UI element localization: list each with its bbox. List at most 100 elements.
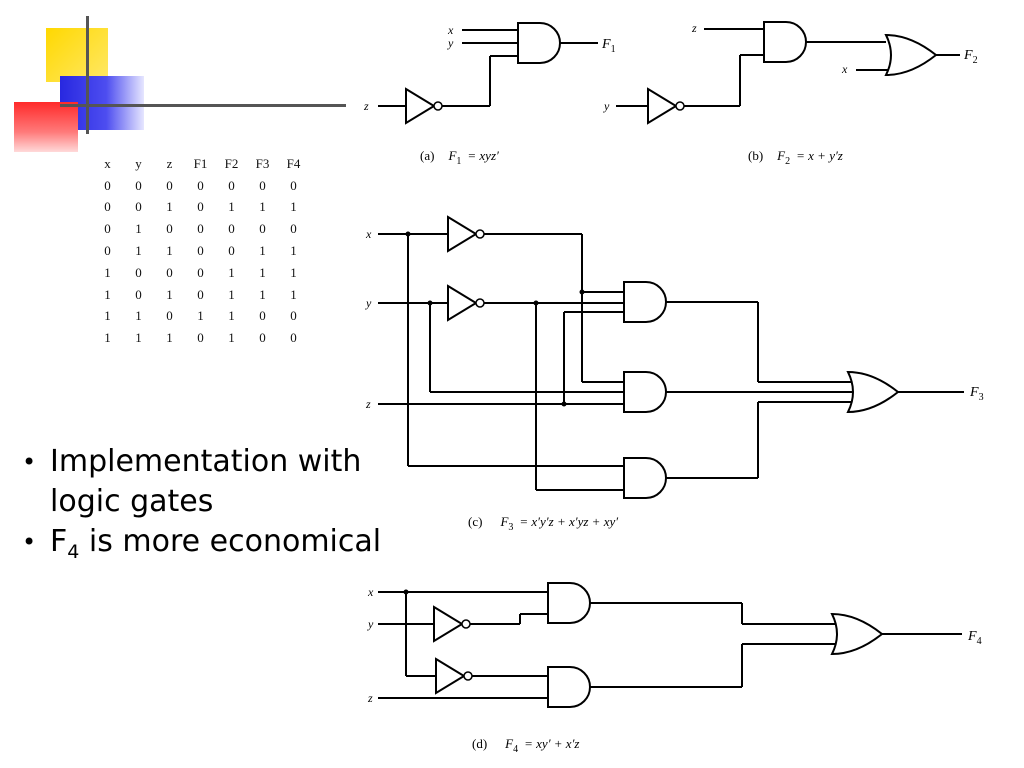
truth-table-cell: 1 [104,286,111,302]
input-y-label: y [603,99,610,113]
truth-table-cell: 0 [290,330,297,346]
and-gate-d2 [547,666,591,708]
deco-red-square [14,102,78,152]
truth-table-header-cell: F1 [193,155,208,171]
truth-table-cell: 0 [166,308,173,324]
truth-table-cell: 0 [290,177,297,193]
truth-table-row: 0 1 1 0 0 1 1 [92,240,309,262]
bullet-f-subscript: 4 [67,541,80,563]
truth-table-cell: 1 [104,330,111,346]
input-x-label: x [447,23,454,37]
truth-table-cell: 0 [197,330,204,346]
truth-table-cell: 0 [166,177,173,193]
bullet-item-implementation: • Implementation with logic gates [22,442,390,522]
deco-yellow-square [46,28,108,82]
or-gate-c [847,371,899,413]
truth-table-row: 1 1 1 0 1 0 0 [92,327,309,349]
truth-table-cell: 0 [197,199,204,215]
or-gate-b [885,34,937,76]
truth-table-cell: 1 [228,330,235,346]
truth-table-cell: 0 [197,286,204,302]
and-gate-c2 [623,371,667,413]
truth-table-cell: 0 [135,286,142,302]
input-z-label: z [365,397,371,411]
truth-table-cell: 1 [104,308,111,324]
truth-table-cell: 0 [104,243,111,259]
and-gate-c1 [623,281,667,323]
truth-table-cell: 1 [228,264,235,280]
truth-table-cell: 1 [135,243,142,259]
output-f2-label: F2 [963,48,978,66]
truth-table-cell: 0 [135,264,142,280]
truth-table-cell: 1 [135,308,142,324]
truth-table-cell: 1 [259,264,266,280]
truth-table-cell: 0 [135,199,142,215]
truth-table-cell: 0 [259,221,266,237]
truth-table-cell: 0 [228,221,235,237]
not-gate-d-y [433,606,471,642]
truth-table-header-cell: F3 [255,155,270,171]
truth-table-cell: 1 [197,308,204,324]
truth-table-cell: 1 [290,243,297,259]
truth-table-cell: 1 [228,286,235,302]
truth-table-cell: 0 [166,264,173,280]
not-gate-c-x [447,216,485,252]
and-gate-a [517,22,561,64]
bullet-list: • Implementation with logic gates • F4 i… [22,442,390,572]
truth-table-cell: 0 [197,264,204,280]
truth-table-cell: 1 [166,243,173,259]
truth-table-header-cell: F4 [286,155,301,171]
truth-table-cell: 1 [166,286,173,302]
truth-table-cell: 1 [290,286,297,302]
bullet-item-economical: • F4 is more economical [22,522,390,572]
truth-table-cell: 1 [135,330,142,346]
truth-table-cell: 1 [259,243,266,259]
truth-table-cell: 1 [104,264,111,280]
and-gate-b [763,21,807,63]
or-gate-d [831,613,883,655]
not-gate-d-x [435,658,473,694]
input-z-label: z [367,691,373,705]
input-y-label: y [365,296,372,310]
truth-table-cell: 0 [259,177,266,193]
truth-table-row: 1 0 0 0 1 1 1 [92,262,309,284]
bullet-text: F4 is more economical [50,522,390,572]
truth-table-cell: 0 [259,330,266,346]
truth-table-cell: 0 [104,177,111,193]
truth-table-cell: 0 [104,221,111,237]
input-x-label: x [367,585,374,599]
output-f1-label: F1 [601,37,616,55]
deco-horizontal-line [60,104,346,107]
truth-table-cell: 0 [135,177,142,193]
bullet-text: Implementation with logic gates [50,444,362,519]
truth-table-cell: 0 [104,199,111,215]
truth-table-cell: 1 [135,221,142,237]
bullet-rest: is more economical [79,524,382,559]
circuit-b [616,28,960,107]
circuit-a [378,29,598,107]
input-x-label: x [841,62,848,76]
output-f4-label: F4 [967,629,982,647]
not-gate-c-y [447,285,485,321]
truth-table-header-cell: x [104,155,111,171]
truth-table-cell: 0 [197,177,204,193]
truth-table-cell: 0 [259,308,266,324]
bullet-dot: • [22,528,37,556]
truth-table-cell: 0 [228,243,235,259]
junction-dots-d [403,589,409,595]
truth-table-cell: 1 [166,330,173,346]
and-gate-c3 [623,457,667,499]
circuit-d [378,591,962,699]
truth-table-cell: 0 [197,243,204,259]
truth-table-cell: 1 [259,199,266,215]
truth-table-cell: 1 [290,264,297,280]
truth-table-cell: 0 [290,308,297,324]
not-gate-a [405,88,443,124]
